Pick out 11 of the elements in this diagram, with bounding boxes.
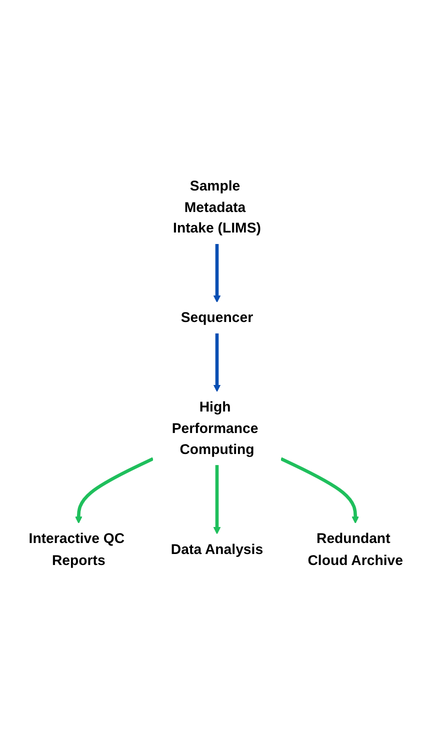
node-text: Redundant Cloud Archive [308,530,403,568]
node-text: Sequencer [180,310,254,326]
node-text: Data Analysis [170,541,264,558]
node-text: Sample Metadata Intake (LIMS) [173,178,261,236]
arrow [280,457,359,524]
arrow [75,457,154,524]
arrow [213,465,221,534]
arrow [213,333,221,392]
arrow [213,244,221,302]
node-text: Interactive QC Reports [28,530,125,568]
node-text: High Performance Computing [172,398,258,458]
